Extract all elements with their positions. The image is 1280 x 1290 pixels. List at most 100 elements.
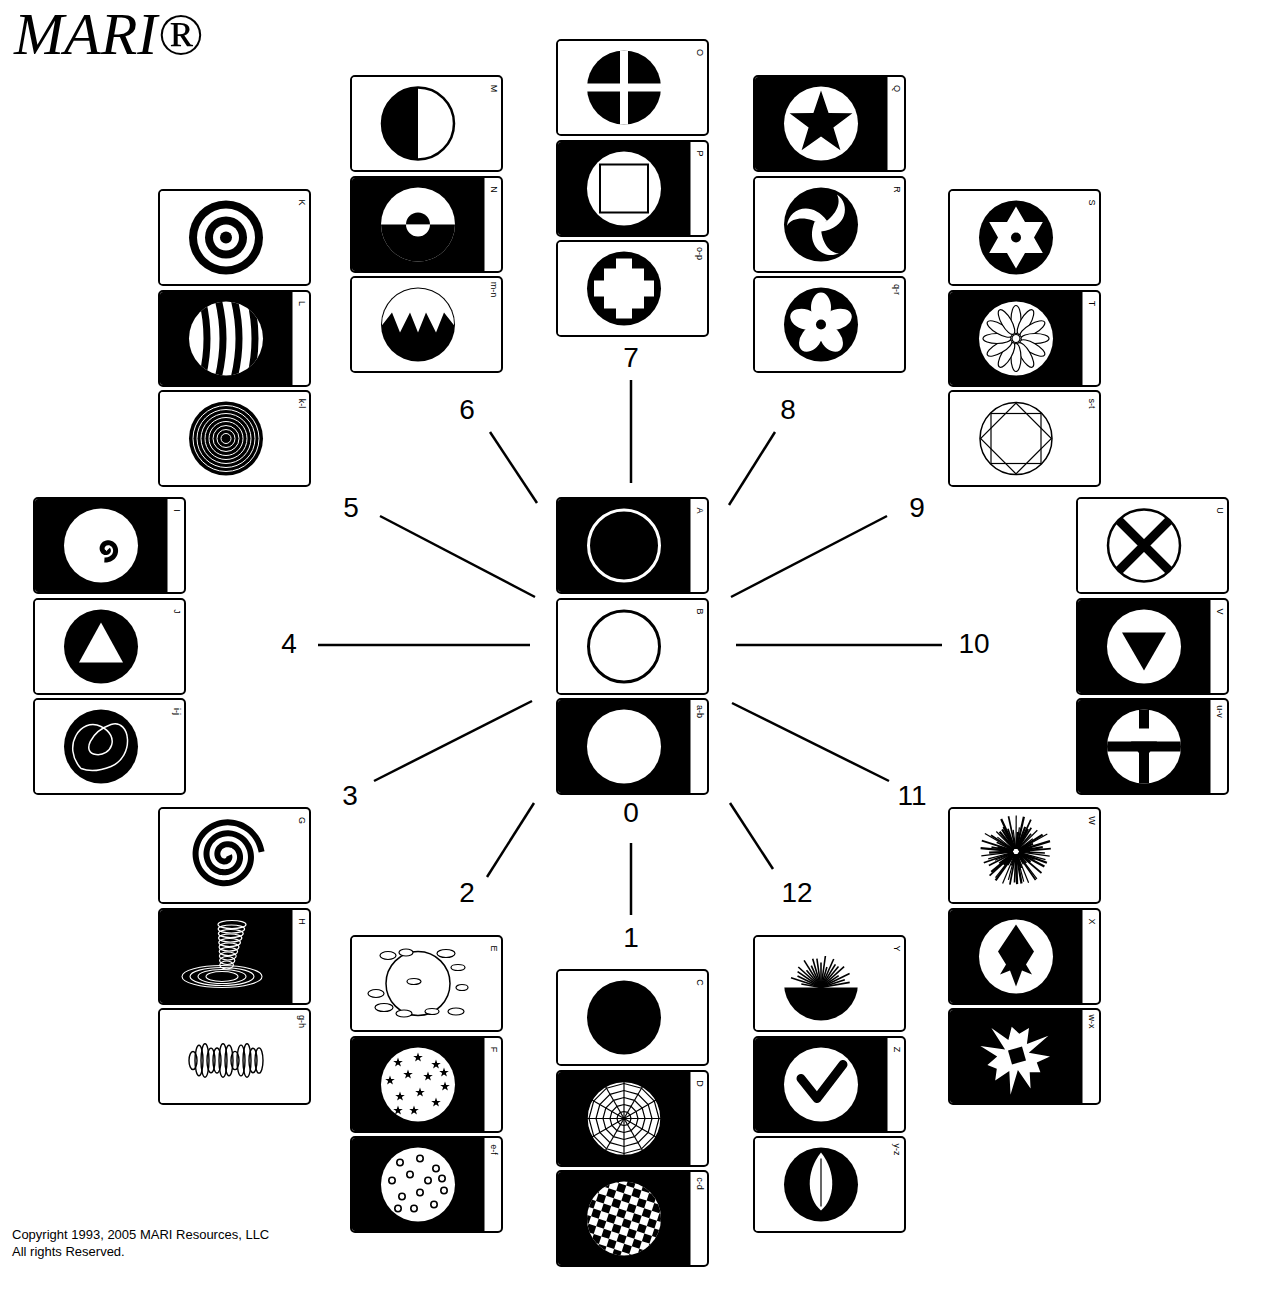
symbol-part (439, 1068, 449, 1077)
card-symbol (558, 499, 707, 592)
callout-number: 12 (781, 879, 812, 907)
callout-number: 7 (623, 344, 639, 372)
symbol-part (73, 724, 128, 771)
spoke-line (730, 803, 773, 869)
spoke-line (736, 644, 942, 647)
symbol-part (657, 1213, 667, 1223)
symbol-part (623, 1119, 624, 1156)
symbol-part (950, 191, 1082, 284)
symbol-part (437, 950, 455, 958)
symbol-part (571, 1219, 581, 1229)
symbol-part (378, 285, 458, 362)
symbol-part (642, 1259, 652, 1265)
symbol-part (607, 1239, 617, 1249)
symbol-part (594, 259, 654, 319)
symbol-part (190, 968, 254, 986)
symbol-part (409, 1106, 419, 1115)
symbol-part (1107, 610, 1181, 684)
symbol-part (784, 87, 858, 161)
mari-card: L (158, 290, 311, 387)
symbol-part (784, 1048, 858, 1122)
card-letter: y-z (891, 1142, 902, 1158)
callout-number: 11 (897, 782, 926, 810)
symbol-part (220, 232, 232, 244)
symbol-part (198, 970, 246, 984)
symbol-part (784, 288, 858, 362)
card-symbol (160, 1010, 309, 1103)
symbol-part (413, 1053, 423, 1062)
symbol-part (784, 1148, 858, 1222)
card-letter: q-r (891, 282, 902, 298)
symbol-part (558, 971, 690, 1064)
symbol-part (581, 1239, 591, 1249)
symbol-part (587, 710, 661, 784)
card-symbol (1078, 600, 1227, 693)
symbol-part (64, 710, 138, 784)
symbol-part (690, 142, 691, 235)
card-letter: B (694, 604, 705, 620)
mari-card: o-p (556, 240, 709, 337)
symbol-part (589, 510, 660, 581)
mari-card: i-j (33, 698, 186, 795)
symbol-part (352, 278, 484, 371)
symbol-part (781, 988, 861, 1028)
symbol-part (616, 1208, 626, 1218)
symbol-part (755, 937, 887, 1030)
card-symbol (950, 1010, 1099, 1103)
symbol-part (1078, 499, 1210, 592)
spoke-line (732, 703, 889, 781)
symbol-part (79, 623, 123, 663)
symbol-part (980, 1027, 1050, 1095)
card-symbol (352, 937, 501, 1030)
symbol-part (160, 392, 292, 485)
symbol-part (596, 1193, 606, 1203)
symbol-part (1082, 910, 1083, 1003)
symbol-part (431, 1201, 437, 1207)
callout-number: 0 (623, 799, 639, 827)
card-letter: P (694, 146, 705, 162)
card-symbol (352, 278, 501, 371)
symbol-part (887, 77, 888, 170)
symbol-part (627, 1229, 637, 1239)
symbol-part (979, 302, 1053, 376)
symbol-part (1104, 707, 1184, 787)
symbol-part (589, 611, 660, 682)
card-symbol (352, 77, 501, 170)
mari-card: X (948, 908, 1101, 1005)
card-letter: e-f (488, 1142, 499, 1158)
symbol-part (690, 1172, 691, 1265)
card-letter: Y (891, 941, 902, 957)
callout-number: 3 (342, 782, 358, 810)
symbol-part (813, 959, 821, 988)
symbol-part (617, 1259, 627, 1265)
symbol-part (64, 710, 138, 784)
symbol-part (218, 299, 223, 379)
symbol-part (385, 1076, 395, 1085)
card-symbol (558, 1072, 707, 1165)
symbol-part (587, 1082, 661, 1156)
mari-card: Z (753, 1036, 906, 1133)
symbol-part (979, 302, 1053, 376)
symbol-part (587, 252, 661, 326)
symbol-part (189, 201, 263, 275)
symbol-part (160, 1010, 292, 1103)
symbol-part (197, 209, 255, 267)
symbol-part (393, 1058, 403, 1067)
symbol-part (1019, 853, 1035, 860)
symbol-part (586, 1199, 596, 1209)
symbol-part (810, 1153, 833, 1211)
symbol-part (167, 499, 168, 592)
symbol-part (587, 1118, 624, 1119)
symbol-part (189, 402, 263, 476)
symbol-part (217, 430, 235, 448)
mari-card: H (158, 908, 311, 1005)
symbol-part (637, 1249, 647, 1259)
page-title: MARI® (14, 4, 203, 64)
card-letter: K (296, 195, 307, 211)
symbol-part (587, 710, 661, 784)
symbol-part (64, 610, 138, 684)
symbol-part (1016, 855, 1017, 885)
mari-card: Q (753, 75, 906, 172)
symbol-part (448, 1008, 464, 1015)
